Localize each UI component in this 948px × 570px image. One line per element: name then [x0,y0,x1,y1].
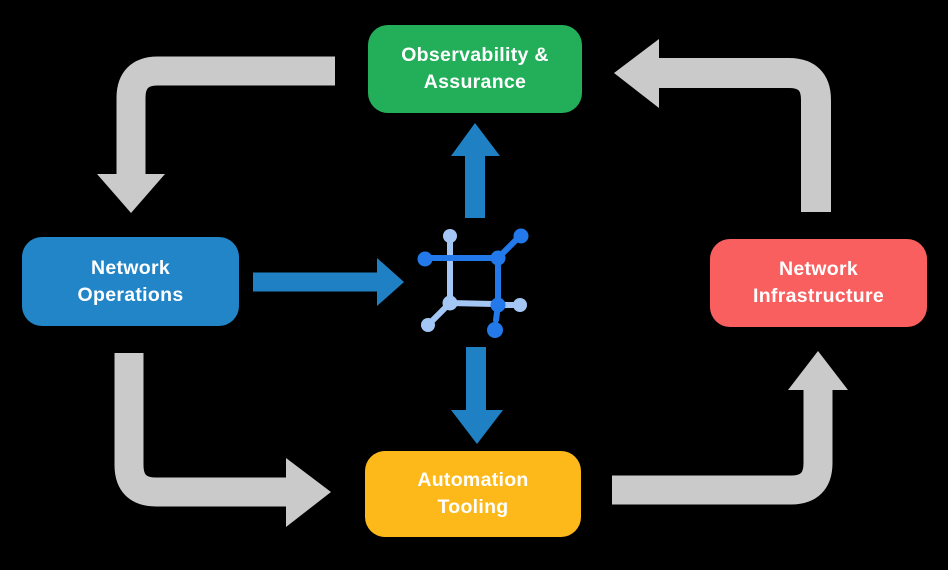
node-label-line: Network [778,258,859,281]
arrow-operations-to-center [253,258,404,306]
arrow-infrastructure-to-observability [614,39,831,212]
arrow-center-to-observability [451,123,500,218]
node-label-line: Observability & [401,44,549,67]
node-observability-assurance: Observability & Assurance [368,25,582,113]
node-label-line: Tooling [437,496,509,518]
node-label-line: Assurance [423,71,527,93]
node-label-line: Automation [417,469,529,492]
arrow-operations-to-automation [114,353,331,527]
arrow-observability-to-operations [97,56,335,213]
node-network-operations: Network Operations [22,237,239,326]
node-label-line: Network [90,256,171,279]
network-automation-icon [417,228,529,338]
node-label-line: Infrastructure [753,285,884,307]
arrow-center-to-automation [451,347,503,444]
node-label-line: Operations [77,283,184,306]
node-automation-tooling: Automation Tooling [365,451,581,537]
node-network-infrastructure: Network Infrastructure [710,239,927,327]
arrow-automation-to-infrastructure [612,351,848,505]
